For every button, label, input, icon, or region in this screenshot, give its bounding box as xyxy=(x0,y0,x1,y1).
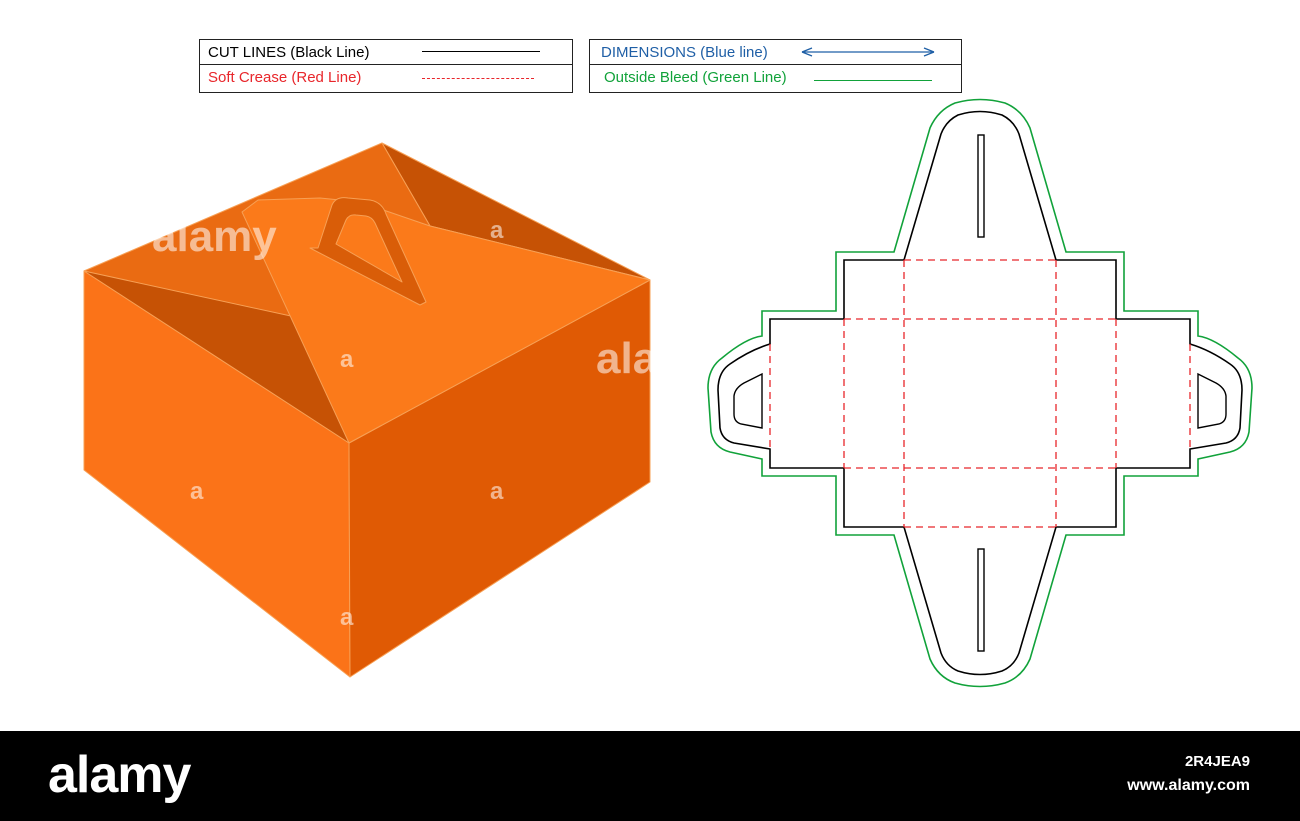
legend-row-cut-lines: CUT LINES (Black Line) xyxy=(200,40,572,65)
legend-dimensions-label: DIMENSIONS (Blue line) xyxy=(601,44,768,61)
watermark-mark-side: a xyxy=(490,478,504,505)
dieline-right-handle-hole xyxy=(1197,372,1227,429)
dieline-crease-lines xyxy=(769,259,1191,528)
watermark-partial-left: alamy xyxy=(152,212,277,261)
dimension-arrow-sample xyxy=(801,47,935,57)
watermark-partial-right: ala xyxy=(596,334,658,383)
footer-image-id: 2R4JEA9 xyxy=(1184,753,1250,770)
watermark-mark-bottom: a xyxy=(340,604,354,631)
box-handle-hole xyxy=(335,214,403,283)
artwork-canvas xyxy=(83,98,1253,688)
watermark-mark-front: a xyxy=(190,478,204,505)
soft-crease-sample xyxy=(422,78,534,79)
dieline-bottom-slot xyxy=(977,548,985,652)
legend-row-outside-bleed: Outside Bleed (Green Line) xyxy=(590,65,961,90)
legend-row-dimensions: DIMENSIONS (Blue line) xyxy=(590,40,961,65)
dieline-bleed-outline xyxy=(707,98,1253,688)
dieline-cut-outline xyxy=(717,110,1243,676)
watermark-mark-center: a xyxy=(340,346,354,373)
cut-line-sample xyxy=(422,51,540,52)
footer-site-url: www.alamy.com xyxy=(1127,777,1250,794)
dieline-left-handle-hole xyxy=(733,372,763,429)
footer-bar: alamy 2R4JEA9 www.alamy.com xyxy=(0,731,1300,821)
outside-bleed-sample xyxy=(814,80,932,81)
legend-left: CUT LINES (Black Line) Soft Crease (Red … xyxy=(199,39,573,93)
watermark-mark-top: a xyxy=(490,217,504,244)
dieline-top-slot xyxy=(977,134,985,238)
legend-soft-crease-label: Soft Crease (Red Line) xyxy=(208,69,362,86)
footer-brand-logo: alamy xyxy=(48,746,191,804)
legend-outside-bleed-label: Outside Bleed (Green Line) xyxy=(604,69,787,86)
legend-right: DIMENSIONS (Blue line) Outside Bleed (Gr… xyxy=(589,39,962,93)
legend-cut-lines-label: CUT LINES (Black Line) xyxy=(208,44,370,61)
box-3d-illustration xyxy=(83,142,651,678)
legend-row-soft-crease: Soft Crease (Red Line) xyxy=(200,65,572,90)
